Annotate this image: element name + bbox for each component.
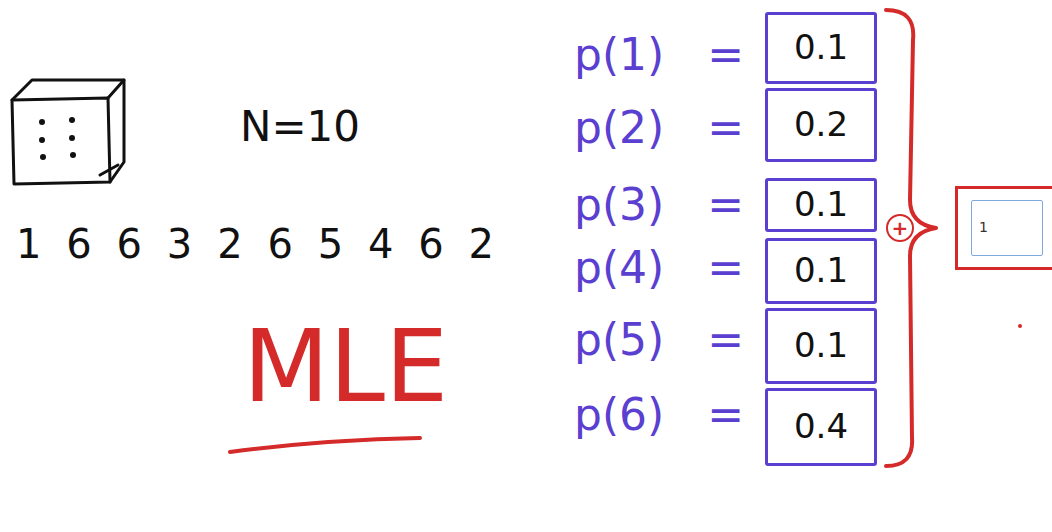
probability-box: 0.1 (765, 178, 877, 232)
pip (39, 119, 45, 125)
probability-label: p(2) = (574, 104, 744, 152)
pip (69, 135, 75, 141)
input-field: 1 (971, 200, 1043, 256)
probability-box: 0.2 (765, 88, 877, 162)
probability-box: 0.1 (765, 308, 877, 384)
probability-label: p(4) = (574, 244, 744, 292)
input-value: 1 (979, 220, 988, 235)
plus-sign: + (892, 217, 909, 239)
probability-box: 0.1 (765, 12, 877, 84)
probability-box: 0.4 (765, 388, 877, 466)
probability-value: 0.1 (794, 29, 848, 66)
probability-value: 0.1 (794, 252, 848, 289)
probability-box: 0.1 (765, 238, 877, 304)
pip (69, 117, 75, 123)
mle-underline (230, 438, 420, 452)
method-title: MLE (243, 312, 448, 422)
pip (39, 137, 45, 143)
probability-value: 0.2 (794, 106, 848, 143)
die-pips (39, 117, 76, 160)
pip (40, 154, 46, 160)
sample-count: N=10 (240, 104, 360, 150)
red-dot (1018, 324, 1022, 328)
probability-label: p(5) = (574, 316, 744, 364)
probability-label: p(1) = (574, 31, 744, 79)
die-edge (100, 165, 118, 175)
die-sketch (12, 80, 124, 184)
sum-circle: + (886, 214, 914, 242)
probability-label: p(3) = (574, 181, 744, 229)
die-front (12, 98, 110, 184)
result-box: 1 (955, 186, 1052, 270)
probability-label: p(6) = (574, 391, 744, 439)
sum-bracket (886, 10, 936, 466)
probability-value: 0.4 (794, 408, 848, 445)
probability-value: 0.1 (794, 327, 848, 364)
roll-sequence: 1 6 6 3 2 6 5 4 6 2 (16, 222, 494, 266)
die-top (12, 80, 124, 100)
probability-value: 0.1 (794, 186, 848, 223)
pip (70, 152, 76, 158)
